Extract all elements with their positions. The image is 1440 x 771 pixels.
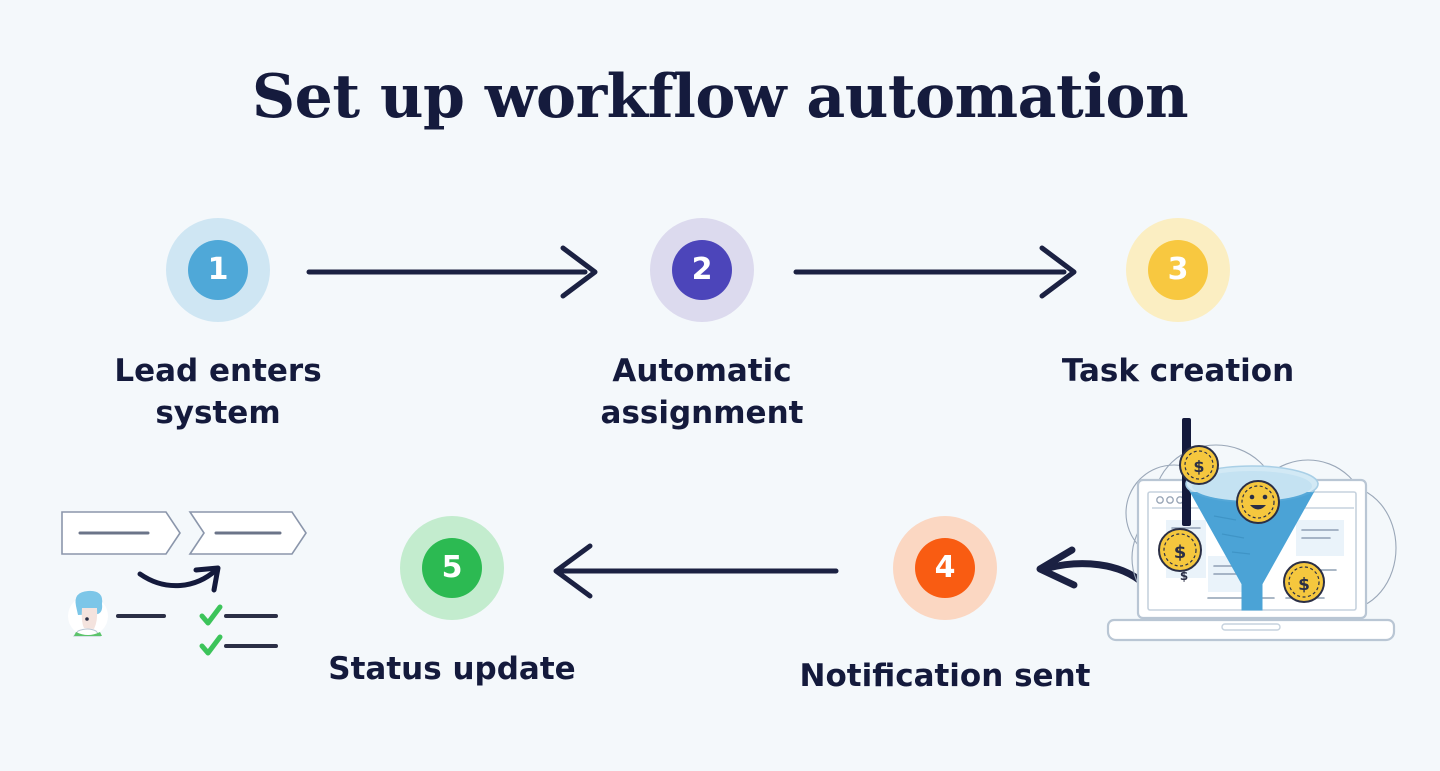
arrow-step4-to-step5 xyxy=(553,543,839,599)
curved-arrow xyxy=(137,565,221,593)
step-3-label: Task creation xyxy=(1061,353,1295,389)
sales-funnel-laptop-illustration: $ $ $ $ xyxy=(1106,418,1397,642)
arrow-step1-to-step2 xyxy=(306,245,598,299)
workflow-checklist-illustration xyxy=(61,511,307,656)
checkmark-line xyxy=(199,634,278,656)
step-4-number: 4 xyxy=(915,538,975,598)
coin-smiley xyxy=(1236,480,1280,524)
step-2-number: 2 xyxy=(672,240,732,300)
step-3-number: 3 xyxy=(1148,240,1208,300)
avatar xyxy=(68,590,108,637)
coin-dollar: $ $ xyxy=(1158,528,1202,583)
step-1-label: Lead enters system xyxy=(114,353,322,431)
svg-text:$: $ xyxy=(1298,575,1310,595)
step-2-label: Automatic assignment xyxy=(600,353,804,431)
chevron-box xyxy=(61,511,181,555)
svg-text:$: $ xyxy=(1174,542,1187,563)
checkmark-line xyxy=(199,604,278,626)
step-5-label: Status update xyxy=(328,651,576,687)
page-title: Set up workflow automation xyxy=(251,62,1189,132)
coin-dollar: $ xyxy=(1179,445,1219,485)
svg-text:$: $ xyxy=(1193,457,1204,476)
arrow-step2-to-step3 xyxy=(793,245,1077,299)
coin-dollar: $ xyxy=(1283,561,1325,603)
svg-text:$: $ xyxy=(1180,569,1188,583)
step-1-number: 1 xyxy=(188,240,248,300)
step-4-label: Notification sent xyxy=(799,658,1091,694)
chevron-box xyxy=(188,511,307,555)
step-5-number: 5 xyxy=(422,538,482,598)
